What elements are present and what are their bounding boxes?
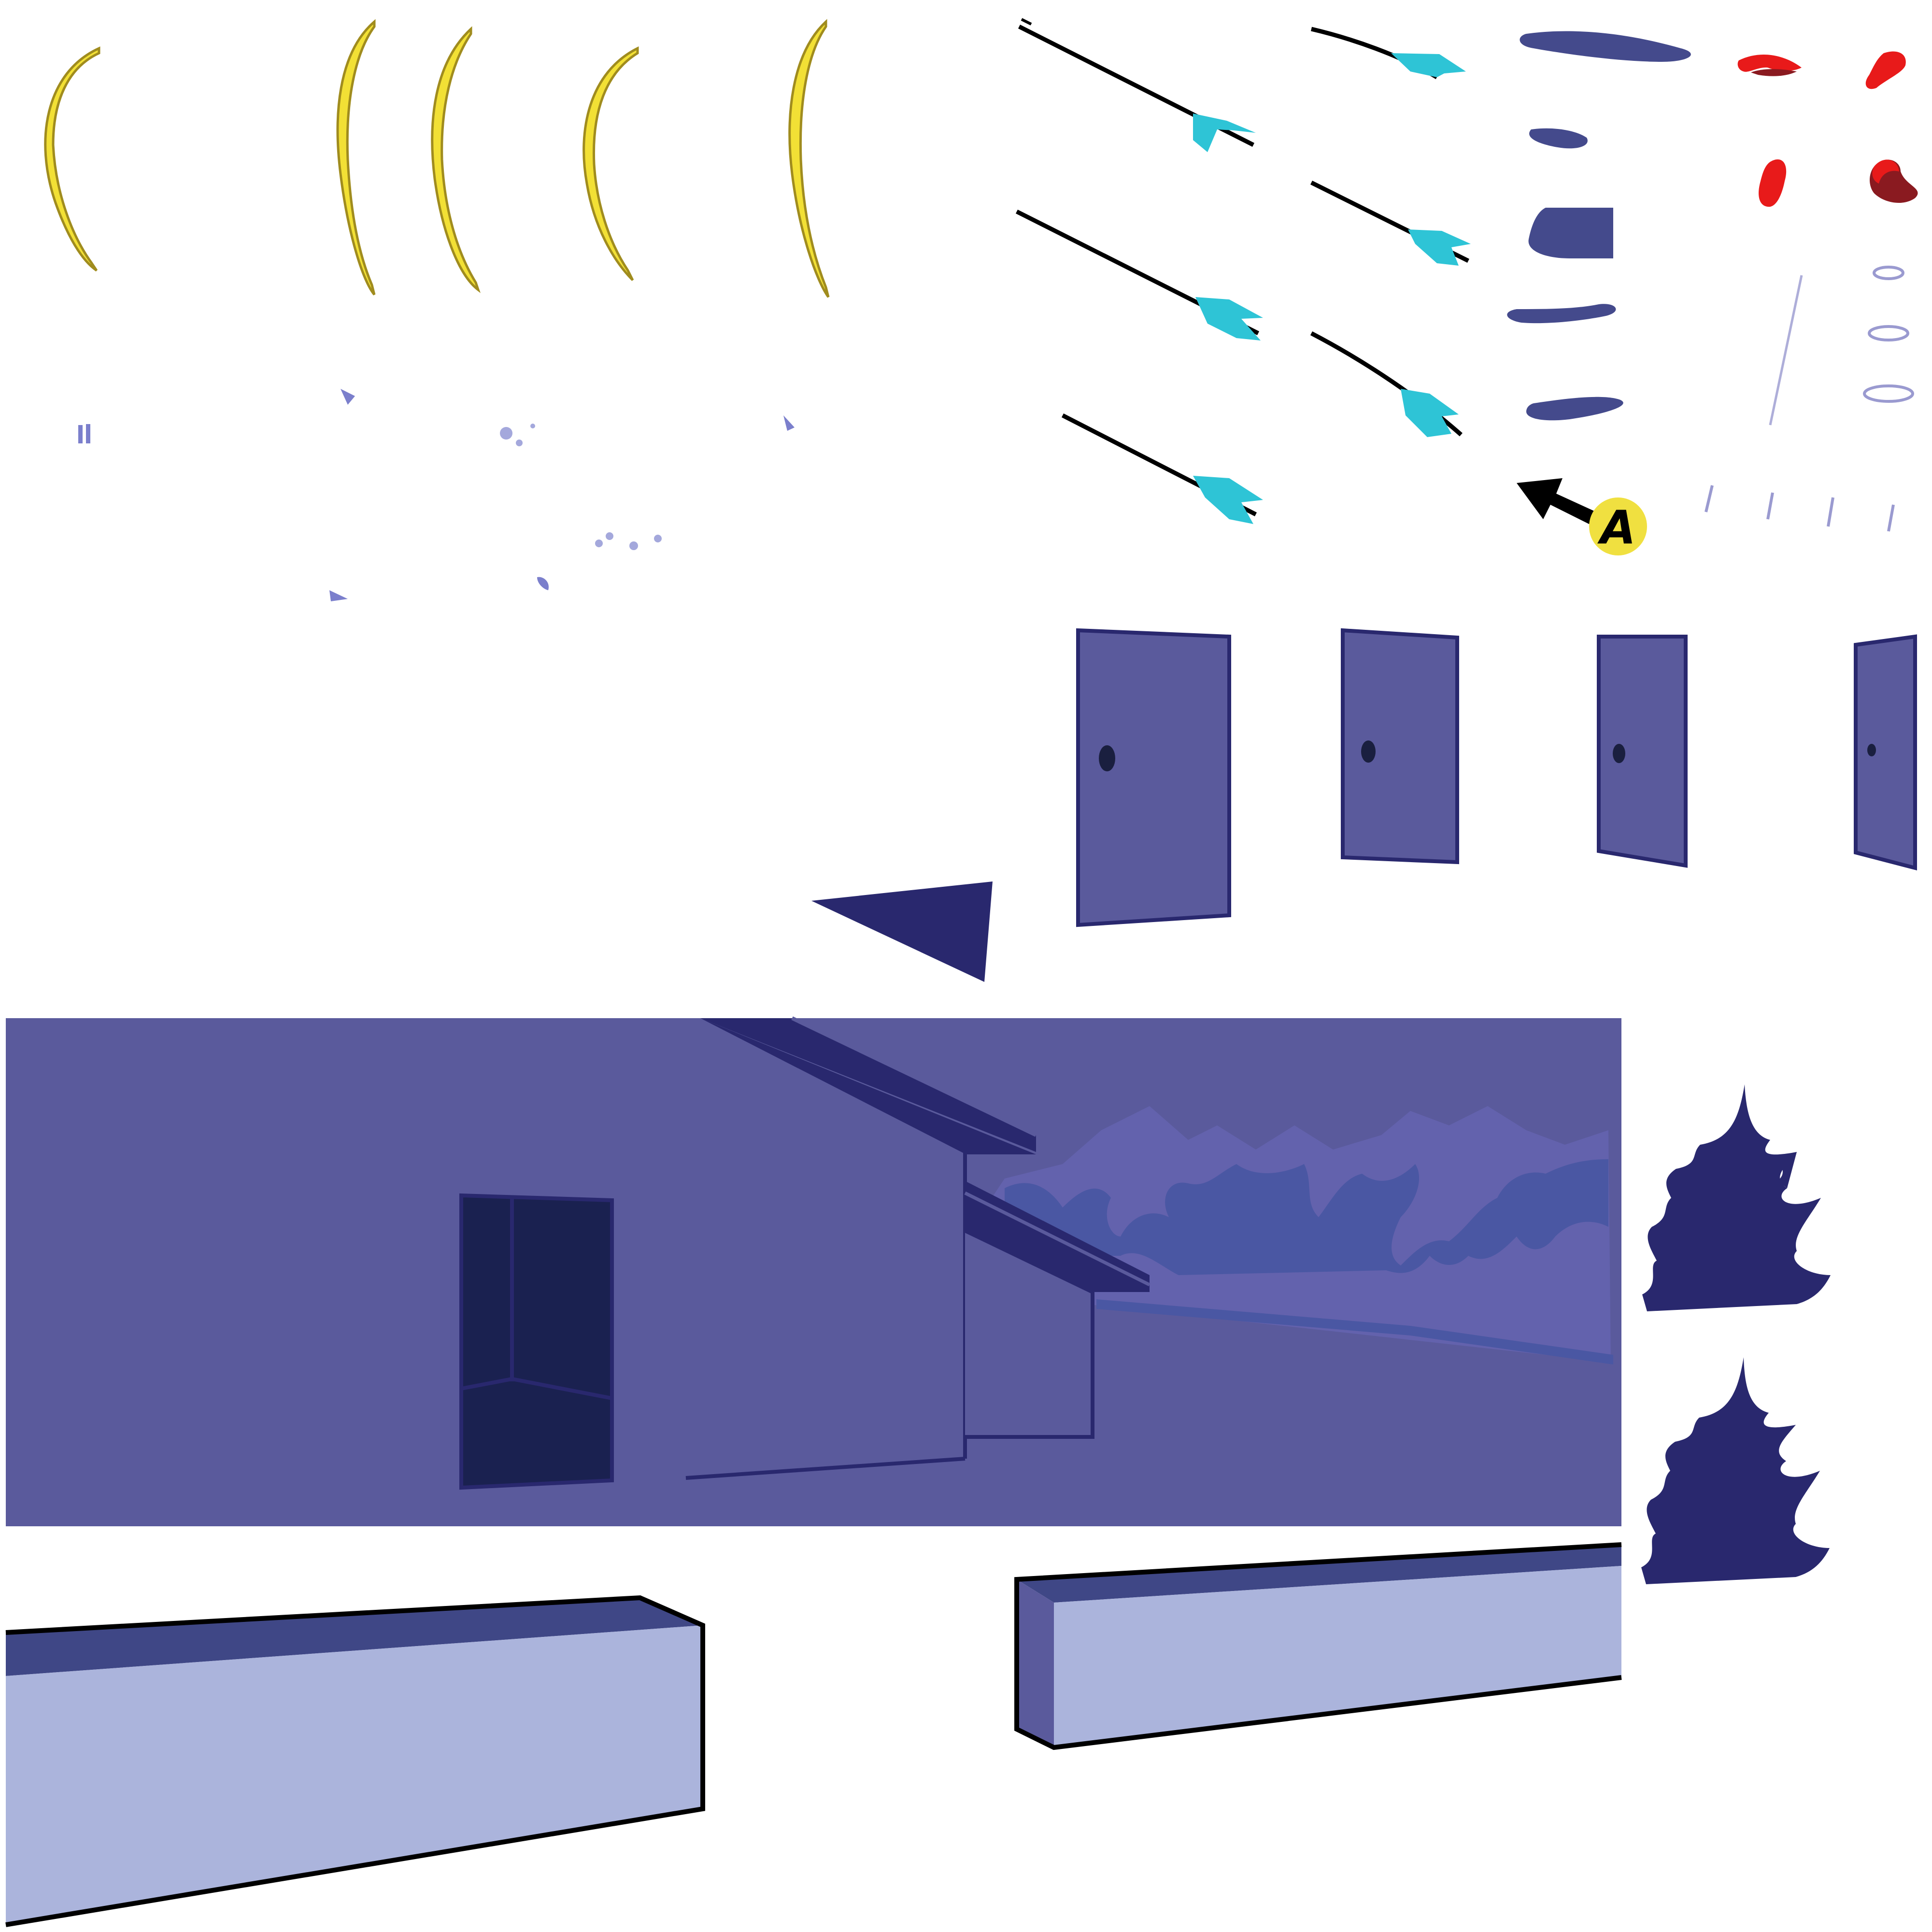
prompt-badge: A xyxy=(1517,478,1647,555)
bow-frame-3-icon xyxy=(431,26,481,293)
bow-frame-1-icon xyxy=(44,46,100,272)
pointer-arrow-icon xyxy=(1517,478,1596,524)
pine-tree-2-icon xyxy=(1641,1357,1830,1584)
arrow-6-icon xyxy=(1310,331,1463,437)
roof-wedge-icon xyxy=(811,881,993,982)
ring-3-icon xyxy=(1863,384,1914,403)
splat-1-icon xyxy=(1737,55,1802,76)
blob-2-icon xyxy=(1529,128,1588,149)
arrow-3-icon xyxy=(1061,413,1263,524)
wall-block-left-icon xyxy=(5,1595,705,1927)
arrow-5-icon xyxy=(1310,180,1471,266)
blob-3-icon xyxy=(1528,208,1613,258)
door-open-1-icon xyxy=(1341,628,1459,865)
blob-1-icon xyxy=(1520,31,1691,62)
bow-frame-5-icon xyxy=(788,19,830,298)
splat-2-icon xyxy=(1865,51,1906,89)
arrow-1-icon xyxy=(1018,24,1256,152)
wall-block-right-icon xyxy=(1014,1542,1622,1750)
splat-4-icon xyxy=(1870,159,1918,203)
blob-5-icon xyxy=(1526,397,1623,421)
arrow-4-icon xyxy=(1310,27,1466,79)
button-a-icon xyxy=(1589,497,1647,555)
door-open-0-icon xyxy=(1076,628,1231,927)
ring-1-icon xyxy=(1873,266,1904,280)
button-a-letter: A xyxy=(1597,501,1636,554)
motion-streak-icon xyxy=(1769,275,1803,426)
blob-4-icon xyxy=(1507,304,1616,324)
door-open-2-icon xyxy=(1597,635,1688,868)
bow-frame-4-icon xyxy=(582,46,639,281)
spark-streaks-icon xyxy=(1705,485,1895,532)
splat-3-icon xyxy=(1759,159,1787,207)
arrow-7-icon xyxy=(1021,18,1032,26)
bow-frame-2-icon xyxy=(336,19,376,296)
particles-icon xyxy=(78,389,795,601)
pine-tree-1-icon xyxy=(1642,1084,1831,1311)
door-open-3-icon xyxy=(1854,634,1917,871)
arrow-2-icon xyxy=(1015,209,1263,341)
house-backdrop-icon xyxy=(6,1016,1621,1526)
ring-2-icon xyxy=(1868,325,1909,341)
